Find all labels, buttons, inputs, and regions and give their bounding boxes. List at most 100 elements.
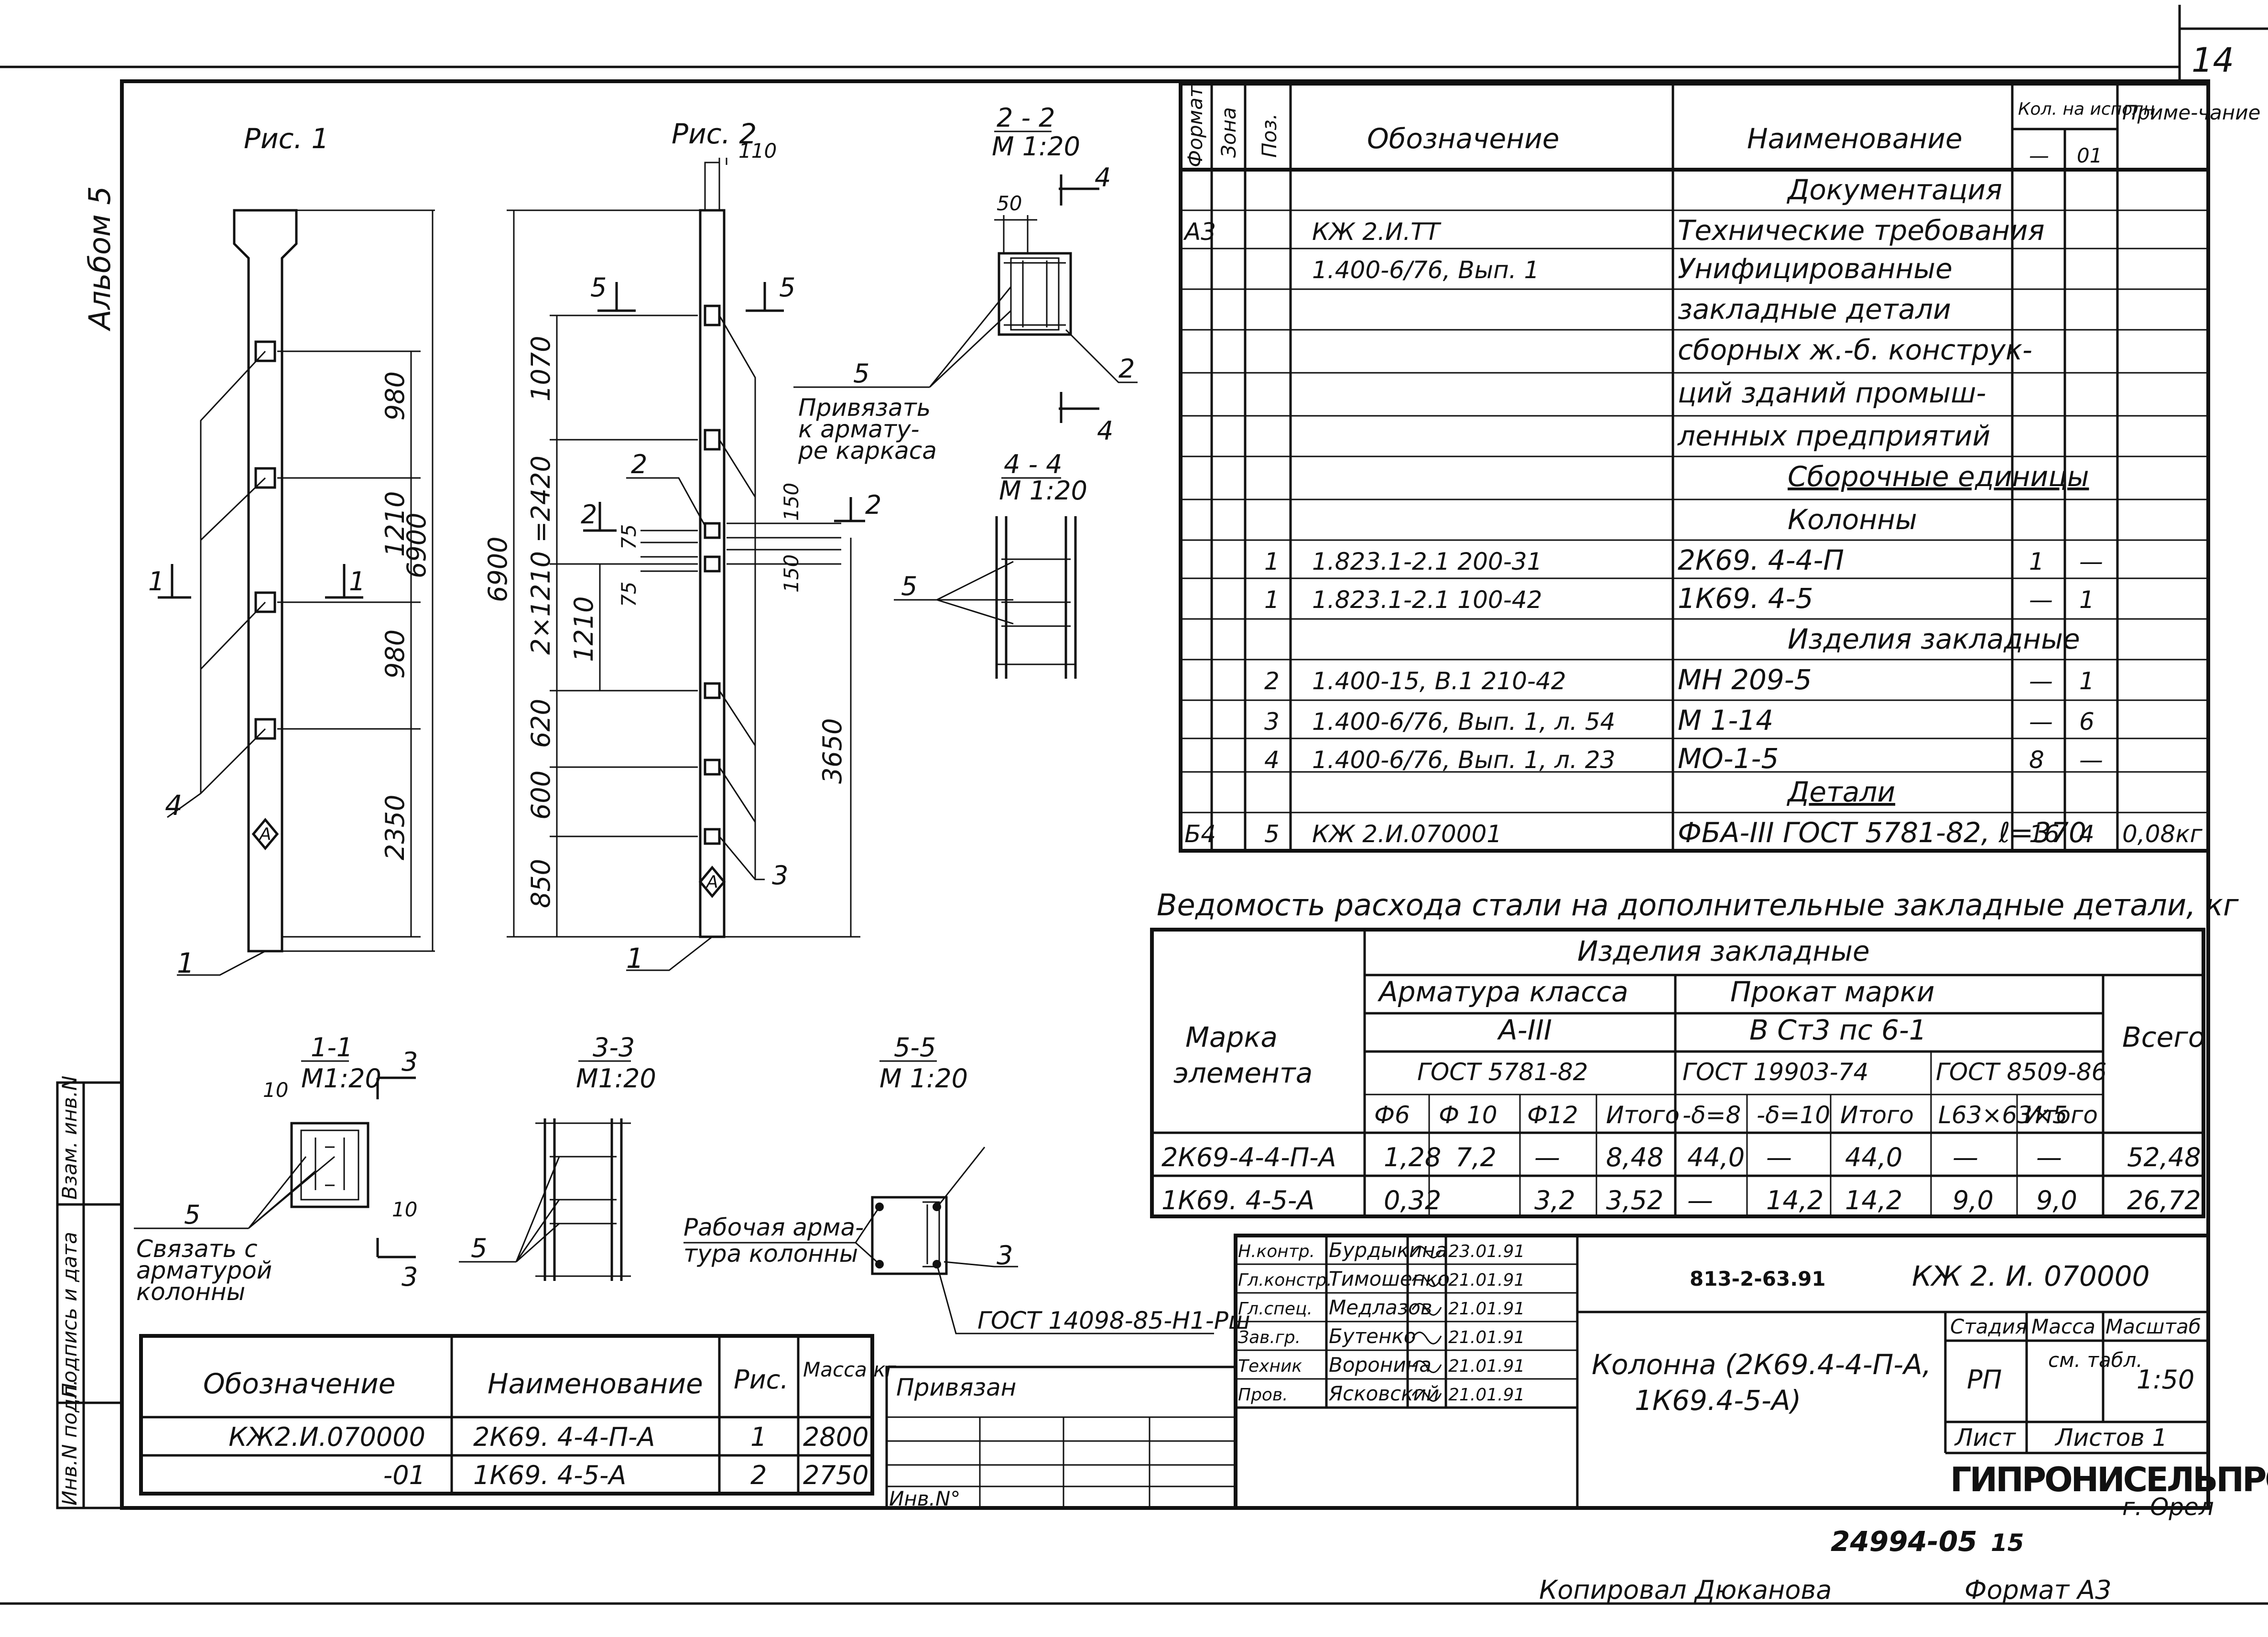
- steel-row-mark: 1К69. 4-5-А: [1161, 1185, 1314, 1215]
- spec-row-qty-a: —: [2029, 667, 2053, 695]
- title-stage-label: Стадия: [1950, 1315, 2027, 1338]
- fig2-dim-850: 850: [526, 859, 556, 908]
- signer-date: 23.01.91: [1448, 1242, 1525, 1261]
- fig2-dim-150-bottom: 150: [780, 554, 803, 593]
- signer-date: 21.01.91: [1448, 1356, 1525, 1376]
- note-tie-column-2: арматурой: [136, 1257, 272, 1284]
- steel-row-total: 26,72: [2127, 1185, 2201, 1215]
- sec55-title: 5-5: [894, 1032, 936, 1062]
- steel-subheader: -δ=10: [1757, 1101, 1830, 1129]
- sec11-title: 1-1: [311, 1032, 353, 1062]
- fig2-dim-1070: 1070: [526, 336, 556, 401]
- signer-role: Пров.: [1238, 1385, 1288, 1405]
- note-tie-frame-2: к армату-: [798, 415, 920, 443]
- copied-by: Копировал Дюканова: [1539, 1575, 1832, 1605]
- note-tie-column-3: колонны: [136, 1278, 245, 1306]
- sec22-body: [998, 252, 1072, 336]
- fig1-marker-a-label: А: [259, 824, 271, 844]
- fig1-dim-1210: 1210: [380, 491, 410, 557]
- spec-header-qty-b: 01: [2077, 144, 2102, 167]
- fig2-dim-6900: 6900: [483, 537, 513, 602]
- spec-row-name: сборных ж.-б. конструк-: [1678, 334, 2032, 366]
- signer-role: Зав.гр.: [1238, 1328, 1301, 1347]
- spec-row-designation: 1.823.1-2.1 100-42: [1312, 586, 1542, 614]
- steel-row-value: 44,0: [1687, 1142, 1745, 1172]
- sec33-callout-5: 5: [471, 1233, 487, 1263]
- steel-subheader: -δ=8: [1682, 1101, 1741, 1129]
- sec44-title: 4 - 4: [1004, 449, 1063, 479]
- steel-row-value: —: [1534, 1142, 1560, 1172]
- spec-header-note: Приме-чание: [2122, 101, 2260, 124]
- bottom-code: 24994-05: [1831, 1525, 1977, 1558]
- title-name-line-2: 1К69.4-5-А): [1635, 1384, 1801, 1417]
- signer-name: Бутенко: [1329, 1324, 1416, 1348]
- steel-row-value: —: [1953, 1142, 1978, 1172]
- spec-row-designation: 1.400-6/76, Вып. 1, л. 54: [1312, 708, 1615, 736]
- note-tie-frame-1: Привязать: [798, 394, 931, 422]
- fig2-embed-6: [704, 828, 721, 845]
- fig2-embed-mn: [704, 522, 721, 539]
- fig2-section-2-left: 2: [581, 499, 597, 530]
- fig2-marker-a: [698, 866, 726, 898]
- side-stamp: Инв.N подл. Подпись и дата Взам. инв.N: [56, 1075, 123, 1509]
- spec-row-name: ФБА-III ГОСТ 5781-82, ℓ=370: [1678, 816, 2086, 849]
- steel-row-value: —: [1687, 1185, 1713, 1215]
- note-gost-weld: ГОСТ 14098-85-Н1-Рш: [977, 1307, 1250, 1334]
- spec-row-designation: 1.400-15, В.1 210-42: [1312, 667, 1566, 695]
- fig1-section-1-right: 1: [349, 566, 365, 596]
- spec-header-format: Формат: [1183, 85, 1207, 167]
- sec33-scale: М1:20: [576, 1063, 656, 1094]
- spec-row-pos: 2: [1264, 667, 1280, 695]
- spec-row-name: МО-1-5: [1678, 742, 1779, 775]
- steel-subheader: Итого: [2024, 1101, 2098, 1129]
- steel-row-value: 3,52: [1606, 1185, 1663, 1215]
- fig2-callout-3: 3: [772, 860, 788, 890]
- fig1-callout-4: 4: [165, 789, 183, 822]
- steel-subheader: Ф12: [1527, 1101, 1578, 1129]
- title-name-line-1: Колонна (2К69.4-4-П-А,: [1592, 1348, 1931, 1381]
- spec-header-zone: Зона: [1217, 107, 1240, 158]
- sec55-scale: М 1:20: [879, 1063, 968, 1094]
- fig2-callout-2: 2: [631, 449, 647, 479]
- spec-row-qty-a: —: [2029, 708, 2053, 736]
- sec11-mark-3-bottom: 3: [402, 1262, 418, 1292]
- steel-row-value: 9,0: [2036, 1185, 2077, 1215]
- variant-row-name: 2К69. 4-4-П-А: [473, 1422, 655, 1452]
- spec-row-pos: 1: [1264, 586, 1280, 614]
- signature: [1411, 1274, 1442, 1287]
- steel-row-value: 0,32: [1384, 1185, 1441, 1215]
- steel-header-mark-2: элемента: [1173, 1057, 1313, 1089]
- spec-row-qty-a: 1: [2029, 548, 2044, 575]
- spec-row-name: Изделия закладные: [1788, 623, 2080, 655]
- fig2-dim-75-bottom: 75: [617, 582, 640, 607]
- spec-row-name: закладные детали: [1678, 293, 1951, 325]
- spec-row-designation: КЖ 2.И.ТТ: [1312, 218, 1442, 246]
- sec22-dim-50: 50: [997, 192, 1022, 215]
- section-1-1: 1-1 М1:20 3 3 10 10 5 Связать с арматуро…: [134, 1032, 418, 1306]
- fig2-embed-3: [704, 555, 721, 573]
- sec22-mark-4-bottom: 4: [1097, 416, 1113, 446]
- sec22-scale: М 1:20: [992, 131, 1080, 162]
- spec-row-name: Колонны: [1788, 503, 1917, 536]
- bound-to-label: Привязан: [896, 1374, 1016, 1401]
- stamp-inv-replaced: Взам. инв.N: [58, 1075, 81, 1200]
- steel-subheader: Ф 10: [1439, 1101, 1498, 1129]
- spec-row-qty-b: 6: [2079, 708, 2094, 736]
- fig2-dim-3650: 3650: [817, 718, 847, 784]
- fig2-dim-110: 110: [738, 139, 777, 163]
- spec-row-qty-b: 1: [2079, 586, 2094, 614]
- title-stage: РП: [1967, 1365, 2002, 1395]
- sheet-corner: [2178, 5, 2268, 81]
- fig2-section-5-left: 5: [590, 272, 607, 303]
- steel-header-total: Всего: [2122, 1021, 2205, 1053]
- signer-name: Воронина: [1329, 1353, 1432, 1377]
- fig2-marker-a-label: А: [705, 872, 718, 892]
- fig2-section-2-right: 2: [865, 490, 881, 520]
- steel-header-gost1: ГОСТ 19903-74: [1682, 1058, 1868, 1086]
- steel-row-value: 14,2: [1766, 1185, 1823, 1215]
- steel-header-mark-1: Марка: [1185, 1021, 1278, 1053]
